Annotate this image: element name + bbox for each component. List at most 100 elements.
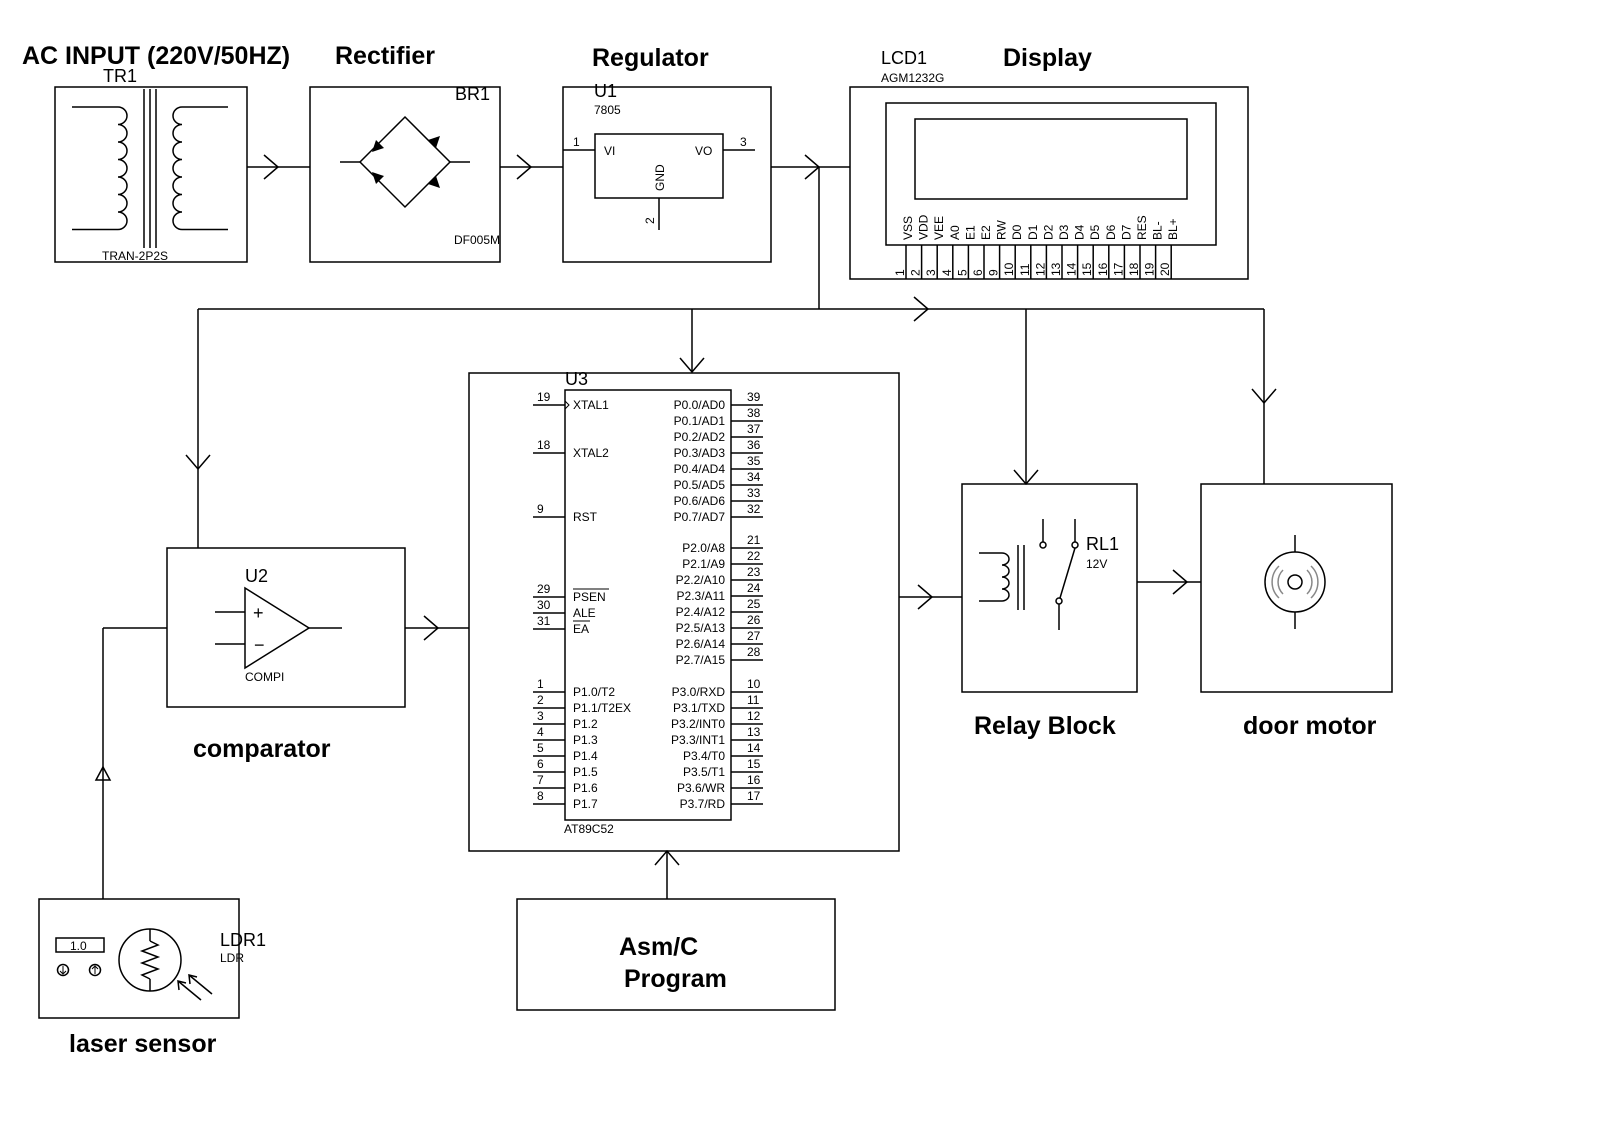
lcd-pin-number: 9	[987, 269, 1001, 276]
mcu-pin-number: 8	[537, 789, 544, 803]
relay-heading: Relay Block	[974, 712, 1116, 740]
lcd-screen	[914, 118, 1188, 200]
motor-block	[1200, 483, 1393, 693]
program-line1: Asm/C	[619, 933, 698, 961]
mcu-pin-name: P2.1/A9	[682, 557, 725, 571]
lcd-pin-name: BL-	[1151, 221, 1165, 240]
lcd-pin-number: 4	[940, 269, 954, 276]
lcd-pin-number: 17	[1111, 262, 1125, 276]
mcu-part: AT89C52	[564, 822, 614, 836]
lcd-pin-number: 12	[1033, 262, 1047, 276]
ldr-reading: 1.0	[70, 939, 87, 953]
rectifier-block: BR1 DF005M	[309, 84, 501, 263]
arrow-sensor-to-comparator	[94, 765, 112, 781]
mcu-pin-number: 21	[747, 533, 761, 547]
arrow-relay-to-motor	[1172, 569, 1189, 595]
mcu-pin-name: P2.3/A11	[677, 589, 726, 603]
bridge-ref: BR1	[455, 84, 490, 104]
lcd-pin-name: D0	[1010, 224, 1024, 240]
mcu-pin-number: 25	[747, 597, 761, 611]
lcd-pin-name: VSS	[901, 216, 915, 240]
mcu-pin-name: P1.3	[573, 733, 598, 747]
lcd-pin-number: 20	[1158, 262, 1172, 276]
lcd-pin-name: A0	[948, 225, 962, 240]
ldr-up-button-icon[interactable]	[88, 963, 102, 977]
lcd-pin-name: VEE	[932, 216, 946, 240]
mcu-outer-box	[468, 372, 900, 852]
mcu-pin-name: RST	[573, 510, 598, 524]
mcu-pin-name: P3.0/RXD	[672, 685, 726, 699]
arrow-mcu-to-relay	[917, 584, 934, 610]
arrow-comparator-to-mcu	[423, 615, 440, 641]
mcu-chip	[564, 389, 732, 821]
mcu-pin-number: 37	[747, 422, 761, 436]
mcu-pin-number: 14	[747, 741, 761, 755]
mcu-pin-name: P1.5	[573, 765, 598, 779]
mcu-pin-number: 30	[537, 598, 551, 612]
mcu-pin-name: P0.0/AD0	[674, 398, 726, 412]
mcu-pin-number: 11	[747, 693, 760, 707]
mcu-pin-name: P2.0/A8	[682, 541, 725, 555]
lcd-pin-number: 5	[955, 269, 969, 276]
lcd-ref: LCD1	[881, 48, 927, 68]
relay-part: 12V	[1086, 557, 1107, 571]
lcd-pin-name: D5	[1088, 224, 1102, 240]
regulator-pin-gnd: GND	[653, 164, 667, 191]
mcu-pin-name: P1.4	[573, 749, 598, 763]
mcu-pin-number: 15	[747, 757, 761, 771]
regulator-box	[562, 86, 772, 263]
mcu-pin-name: P2.7/A15	[676, 653, 726, 667]
mcu-pin-name: P1.6	[573, 781, 598, 795]
lcd-pin-number: 6	[971, 269, 985, 276]
ldr-box	[38, 898, 240, 1019]
mcu-pin-number: 16	[747, 773, 761, 787]
relay-box	[961, 483, 1138, 693]
arrow-to-comparator	[185, 454, 211, 471]
lcd-pin-number: 16	[1096, 262, 1110, 276]
mcu-left-pin-group: 19XTAL118XTAL29RST29PSEN30ALE31EA1P1.0/T…	[533, 390, 631, 811]
ldr-part: LDR	[220, 951, 244, 965]
mcu-pin-number: 5	[537, 741, 544, 755]
mcu-right-pin-group: 39P0.0/AD038P0.1/AD137P0.2/AD236P0.3/AD3…	[671, 390, 763, 811]
mcu-pin-name: P2.2/A10	[676, 573, 726, 587]
lcd-pin-number: 3	[924, 269, 938, 276]
ldr-block: LDR1 LDR 1.0	[38, 898, 266, 1019]
rectifier-heading: Rectifier	[335, 42, 435, 70]
arrow-bus-right	[913, 296, 930, 322]
regulator-block: U1 7805 VI VO GND 1 3 2	[562, 81, 772, 263]
mcu-pin-number: 18	[537, 438, 551, 452]
lcd-pin-name: E1	[963, 225, 977, 240]
mcu-pin-name: P1.0/T2	[573, 685, 615, 699]
mcu-pin-number: 6	[537, 757, 544, 771]
mcu-pin-number: 33	[747, 486, 761, 500]
motor-heading: door motor	[1243, 712, 1377, 740]
lcd-pin-number: 15	[1080, 262, 1094, 276]
mcu-pin-number: 24	[747, 581, 761, 595]
lcd-block: LCD1 AGM1232G VSS1VDD2VEE3A04E15E26RW9D0…	[849, 48, 1249, 280]
mcu-pin-name: P3.4/T0	[683, 749, 725, 763]
regulator-heading: Regulator	[592, 44, 709, 72]
mcu-pin-number: 7	[537, 773, 544, 787]
mcu-pin-number: 10	[747, 677, 761, 691]
regulator-num-vi: 1	[573, 135, 580, 149]
mcu-pin-number: 26	[747, 613, 761, 627]
comparator-box	[166, 547, 406, 708]
opamp-icon: + −	[215, 586, 342, 670]
mcu-pin-name: P0.6/AD6	[674, 494, 726, 508]
comparator-heading: comparator	[193, 735, 331, 763]
lcd-pin-number: 2	[909, 269, 923, 276]
lcd-pin-name: D1	[1026, 224, 1040, 240]
lcd-pin-number: 14	[1065, 262, 1079, 276]
program-box	[516, 898, 836, 1011]
arrow-to-mcu	[679, 357, 705, 374]
mcu-pin-number: 4	[537, 725, 544, 739]
transformer-box	[54, 86, 248, 263]
lcd-outer-box	[849, 86, 1249, 280]
mcu-pin-name: P3.2/INT0	[671, 717, 725, 731]
mcu-pin-number: 38	[747, 406, 761, 420]
arrow-transformer-to-rectifier	[263, 154, 280, 180]
ldr-down-button-icon[interactable]	[56, 963, 70, 977]
mcu-pin-number: 13	[747, 725, 761, 739]
ac-input-heading: AC INPUT (220V/50HZ)	[22, 42, 290, 70]
transformer-icon	[72, 89, 228, 248]
